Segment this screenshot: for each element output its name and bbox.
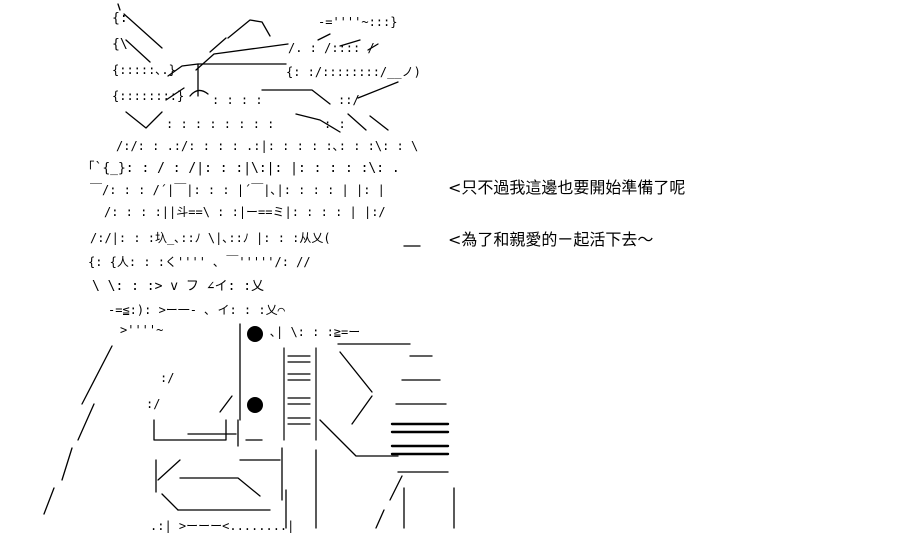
body-outline: >''''~ ､| \: : :≧=ー	[43, 323, 455, 533]
svg-text:/. : /:::: /: /. : /:::: /	[288, 41, 375, 55]
svg-text::/: :/	[160, 371, 174, 385]
speech-line-2: <為了和親愛的ㄧ起活下去～	[448, 230, 654, 249]
svg-text:{:::::､.}: {:::::､.}	[112, 63, 176, 77]
svg-text:/:/: : .:/: : : : .:|: : : : :: /:/: : .:/: : : : .:|: : : : :､: : :\: :…	[116, 139, 418, 153]
svg-text:/:/|: : :圦_､::ﾉ \|､::ﾉ |: :: /:/|: : :圦_､::ﾉ \|､::ﾉ |: : :从乂(	[90, 231, 331, 245]
svg-text:{:: {:	[112, 11, 128, 26]
face-outline: /:/: : .:/: : : : .:|: : : : :､: : :\: :…	[88, 139, 421, 317]
svg-text:.:| >ーーー<........|: .:| >ーーー<........|	[150, 519, 294, 533]
svg-text:>''''~: >''''~	[120, 323, 163, 337]
button-icon-bottom	[247, 397, 263, 413]
svg-text:｢`{_}: : / : /|: : :|\:|: |: :: ｢`{_}: : / : /|: : :|\:|: |: : : : :\: .	[88, 161, 400, 176]
svg-text:￣/: : : /´|￣|: : : |´￣|､|: : :: ￣/: : : /´|￣|: : : |´￣|､|: : : : | |: |	[90, 183, 385, 197]
svg-text:{::::::::}: {::::::::}	[112, 89, 184, 103]
svg-text:: : : :: : : : :	[212, 93, 263, 107]
svg-text:: :: : :	[324, 117, 346, 131]
svg-text:\ \: : :> v フ ∠イ: :乂: \ \: : :> v フ ∠イ: :乂	[92, 279, 264, 294]
svg-text:{\: {\	[112, 37, 128, 52]
svg-text:: : : : : : : :: : : : : : : : :	[166, 117, 274, 131]
svg-text:::/: ::/	[338, 93, 360, 107]
lacing	[283, 347, 317, 441]
hair-outline: {: {\ {:::::､.} {::::::::} -=''''~:::} /…	[112, 3, 421, 133]
svg-text::/: :/	[146, 397, 160, 411]
svg-text:-=≦:): >ー一- ､ イ: : :乂⌒: -=≦:): >ー一- ､ イ: : :乂⌒	[108, 303, 285, 317]
svg-text:{: :/::::::::/__ノ): {: :/::::::::/__ノ)	[286, 65, 421, 79]
svg-text:{: {人: : :く'''' ､ ￣'''''/: {: {人: : :く'''' ､ ￣'''''/: //	[88, 255, 311, 269]
svg-text:-=''''~:::}: -=''''~:::}	[318, 15, 397, 29]
svg-text:､| \: : :≧=ー: ､| \: : :≧=ー	[270, 325, 360, 339]
speech-line-1: <只不過我這邊也要開始準備了呢	[448, 178, 686, 197]
button-icon-top	[247, 326, 263, 342]
svg-text:/: : : :||斗==\ : :|ー==ミ|: : :: /: : : :||斗==\ : :|ー==ミ|: : : : | |:/	[104, 205, 386, 219]
